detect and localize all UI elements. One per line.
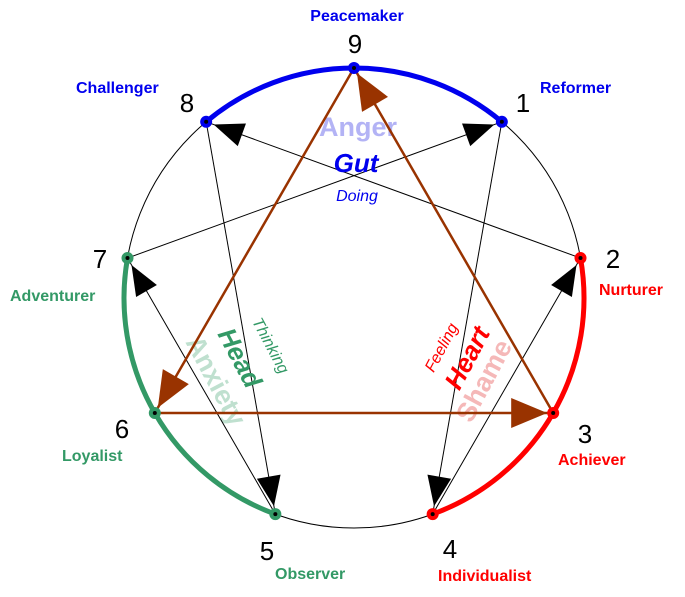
point-9-number: 9 [348, 29, 362, 59]
point-5-dot-center [273, 512, 278, 517]
triangle-line-9-6 [153, 67, 356, 414]
arrowhead-7-1 [462, 123, 495, 147]
gut-label: Gut [334, 148, 380, 178]
point-3-number: 3 [578, 419, 592, 449]
hexad-lines [127, 121, 581, 515]
point-9-type-label: Peacemaker [310, 8, 403, 25]
point-2-number: 2 [606, 244, 620, 274]
point-3-dot-center [551, 411, 556, 415]
point-5-number: 5 [260, 536, 274, 566]
arrowhead-4-2 [551, 264, 577, 297]
point-6-dot-center [152, 411, 157, 415]
triangle-line-3-9 [352, 67, 555, 414]
hexad-line-5-7 [127, 257, 276, 515]
point-3-type-label: Achiever [558, 452, 626, 469]
point-1-dot-center [499, 119, 504, 124]
point-9-dot-center [352, 66, 356, 70]
point-1-number: 1 [516, 88, 530, 118]
point-2-type-label: Nurturer [599, 282, 663, 299]
anger-label: Anger [319, 112, 398, 142]
hexad-line-2-8 [205, 121, 581, 259]
triangle-arrowhead-9-6 [157, 369, 189, 408]
point-8-dot-center [204, 119, 209, 124]
point-7-number: 7 [93, 244, 107, 274]
doing-label: Doing [336, 188, 378, 205]
arrowhead-5-7 [131, 264, 157, 297]
arrowhead-1-4 [427, 474, 452, 507]
hexad-line-1-4 [432, 121, 503, 515]
triangle-arrowhead-6-3 [511, 398, 548, 428]
point-7-type-label: Adventurer [10, 288, 95, 305]
point-8-type-label: Challenger [76, 80, 159, 97]
triangle-arrowhead-3-9 [357, 73, 388, 112]
point-6-type-label: Loyalist [62, 448, 123, 465]
point-2-dot-center [578, 256, 583, 261]
point-5-type-label: Observer [275, 566, 345, 583]
inner-triangle [153, 67, 555, 428]
point-7-dot-center [125, 256, 130, 261]
hexad-line-4-2 [432, 257, 581, 515]
point-4-dot-center [430, 512, 435, 517]
point-1-type-label: Reformer [540, 80, 611, 97]
arrowhead-8-5 [256, 474, 281, 507]
point-4-type-label: Individualist [438, 568, 532, 585]
point-8-number: 8 [180, 88, 194, 118]
arrowhead-2-8 [213, 123, 246, 147]
point-4-number: 4 [443, 534, 457, 564]
point-6-number: 6 [115, 414, 129, 444]
hexad-line-8-5 [205, 121, 276, 515]
hexad-line-7-1 [127, 121, 503, 259]
